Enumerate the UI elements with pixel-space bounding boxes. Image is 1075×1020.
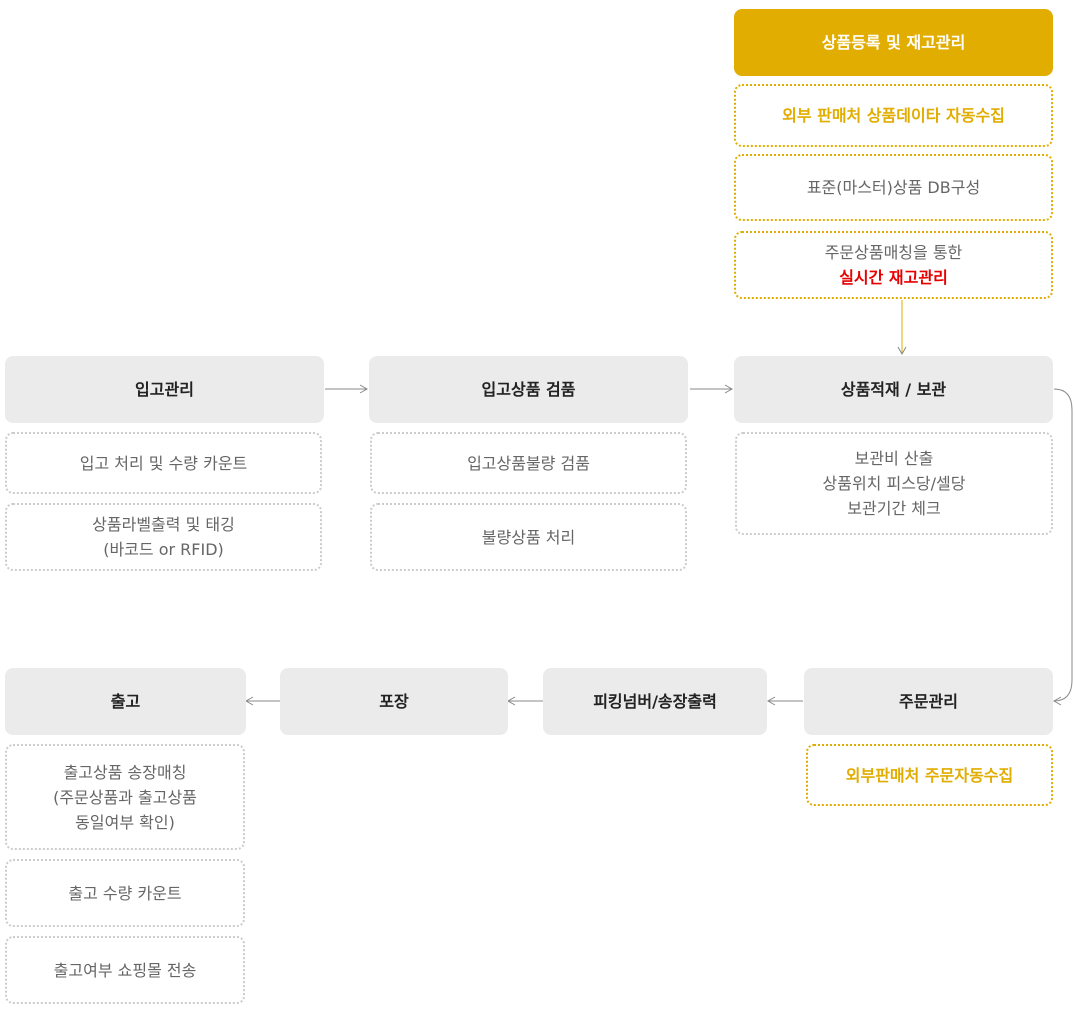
packing-title: 포장 — [379, 692, 409, 711]
inspection-item-defect-check: 입고상품불량 검품 — [370, 432, 687, 494]
inbound-item-label: 상품라벨출력 및 태깅 (바코드 or RFID) — [5, 503, 322, 571]
order-title: 주문관리 — [899, 692, 958, 711]
outbound-item-count: 출고 수량 카운트 — [5, 859, 245, 927]
outbound-header: 출고 — [5, 668, 246, 735]
storage-title: 상품적재 / 보관 — [840, 380, 947, 399]
realtime-highlight: 실시간 재고관리 — [839, 268, 948, 287]
outbound-title: 출고 — [110, 692, 141, 711]
inspection-title: 입고상품 검품 — [481, 380, 576, 399]
inbound-header: 입고관리 — [5, 356, 324, 423]
outbound-item-matching: 출고상품 송장매칭 (주문상품과 출고상품 동일여부 확인) — [5, 744, 245, 850]
storage-header: 상품적재 / 보관 — [734, 356, 1053, 423]
picking-title: 피킹넘버/송장출력 — [593, 692, 717, 711]
arrow-storage-to-order — [1052, 388, 1073, 706]
order-item-auto-collect: 외부판매처 주문자동수집 — [806, 744, 1053, 806]
registration-item-auto-collect: 외부 판매처 상품데이타 자동수집 — [734, 84, 1053, 147]
packing-header: 포장 — [280, 668, 508, 735]
registration-item-realtime-stock: 주문상품매칭을 통한 실시간 재고관리 — [734, 231, 1053, 299]
registration-title: 상품등록 및 재고관리 — [821, 33, 966, 52]
storage-details: 보관비 산출 상품위치 피스당/셀당 보관기간 체크 — [735, 432, 1053, 535]
picking-header: 피킹넘버/송장출력 — [543, 668, 767, 735]
order-header: 주문관리 — [804, 668, 1053, 735]
inspection-header: 입고상품 검품 — [369, 356, 688, 423]
inbound-item-count: 입고 처리 및 수량 카운트 — [5, 432, 322, 494]
outbound-item-mall-transfer: 출고여부 쇼핑몰 전송 — [5, 936, 245, 1004]
registration-item-master-db: 표준(마스터)상품 DB구성 — [734, 154, 1053, 221]
inspection-item-defect-handling: 불량상품 처리 — [370, 503, 687, 571]
inbound-title: 입고관리 — [135, 380, 194, 399]
registration-header: 상품등록 및 재고관리 — [734, 9, 1053, 76]
